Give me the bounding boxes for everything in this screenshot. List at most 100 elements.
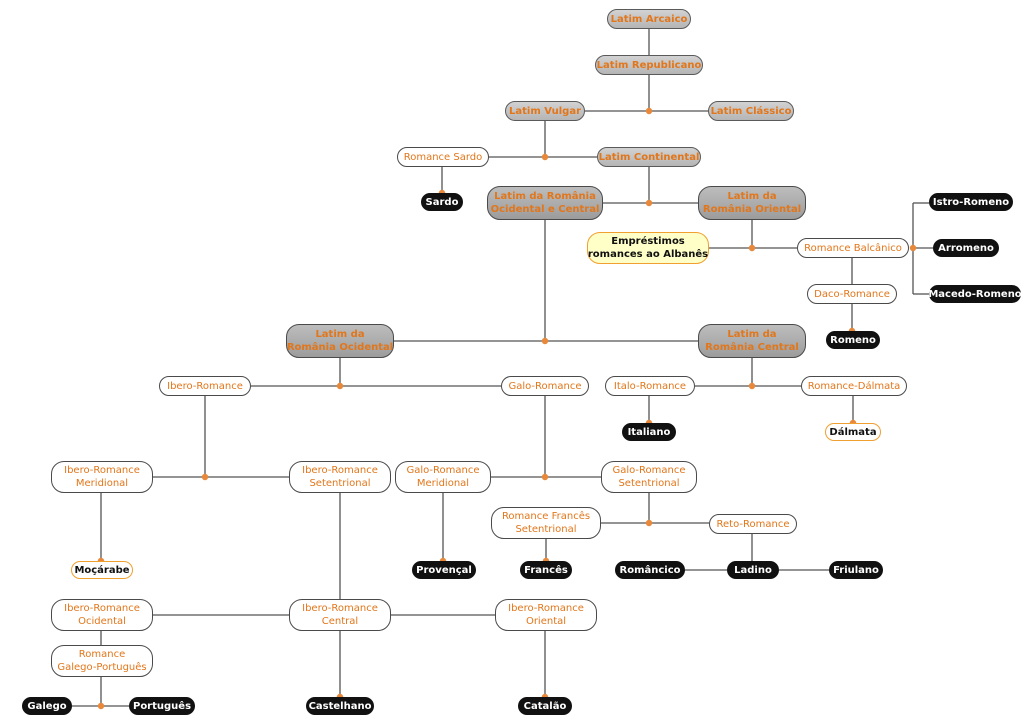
node-label-line2: Central — [321, 616, 359, 627]
node-label-line1: Ibero-Romance — [64, 603, 140, 614]
node-label-line1: Latim da România — [494, 191, 596, 202]
node-ladino[interactable]: Ladino — [727, 561, 779, 579]
node-label-line2: Setentrional — [515, 524, 577, 535]
node-label-line2: Ocidental e Central — [490, 204, 600, 215]
junction-dot — [645, 199, 653, 207]
node-label: Italo-Romance — [613, 380, 687, 392]
node-ibero-romance[interactable]: Ibero-Romance — [159, 376, 251, 396]
node-label-line1: Romance Francês — [501, 511, 591, 522]
node-label: Ladino — [734, 564, 772, 576]
junction-dot — [336, 382, 344, 390]
node-galego[interactable]: Galego — [22, 697, 72, 715]
node-reto-romance[interactable]: Reto-Romance — [709, 514, 797, 534]
node-italo-romance[interactable]: Italo-Romance — [605, 376, 695, 396]
node-label: Galo-Romance — [508, 380, 582, 392]
node-latim-classico[interactable]: Latim Clássico — [708, 101, 794, 121]
node-label-line1: Ibero-Romance — [508, 603, 584, 614]
node-label: Romance Sardo — [403, 151, 483, 163]
node-label-line2: România Ocidental — [286, 342, 394, 353]
node-latim-romania-ocidental[interactable]: Latim da România Ocidental — [286, 324, 394, 358]
node-label: Romance Balcânico — [804, 242, 902, 254]
node-daco-romance[interactable]: Daco-Romance — [807, 284, 897, 304]
node-latim-republicano[interactable]: Latim Republicano — [595, 55, 703, 75]
node-latim-arcaico[interactable]: Latim Arcaico — [607, 9, 691, 29]
node-label: Latim Arcaico — [610, 13, 688, 25]
node-label: Sardo — [425, 196, 459, 208]
node-label-line2: România Central — [705, 342, 799, 353]
junction-dot — [201, 473, 209, 481]
node-label-line2: Oriental — [525, 616, 567, 627]
node-latim-vulgar[interactable]: Latim Vulgar — [505, 101, 585, 121]
node-romance-sardo[interactable]: Romance Sardo — [397, 147, 489, 167]
junction-dot — [748, 244, 756, 252]
node-latim-romania-central[interactable]: Latim da România Central — [698, 324, 806, 358]
node-label: Dálmata — [829, 426, 877, 438]
node-label-line1: Empréstimos — [611, 236, 685, 247]
node-label-line1: Romance — [78, 649, 126, 660]
junction-dot — [645, 519, 653, 527]
node-label: Romeno — [830, 334, 876, 346]
node-label-line1: Ibero-Romance — [302, 603, 378, 614]
node-label-line2: România Oriental — [702, 204, 802, 215]
node-dalmata[interactable]: Dálmata — [825, 423, 881, 441]
node-label-line1: Galo-Romance — [612, 465, 686, 476]
node-romancico[interactable]: Româncico — [615, 561, 685, 579]
node-label: Italiano — [627, 426, 671, 438]
node-arromeno[interactable]: Arromeno — [933, 239, 999, 257]
node-label-line1: Latim da — [315, 329, 365, 340]
node-latim-continental[interactable]: Latim Continental — [597, 147, 701, 167]
node-frances[interactable]: Francês — [520, 561, 572, 579]
node-catalao[interactable]: Catalão — [518, 697, 572, 715]
node-label-line2: Galego-Português — [57, 662, 147, 673]
node-friulano[interactable]: Friulano — [829, 561, 883, 579]
node-istro-romeno[interactable]: Istro-Romeno — [929, 193, 1013, 211]
node-sardo[interactable]: Sardo — [421, 193, 463, 211]
node-latim-romania-oriental[interactable]: Latim da România Oriental — [698, 186, 806, 220]
node-emprestimos-albanes[interactable]: Empréstimos romances ao Albanês — [587, 232, 709, 264]
node-romance-balcanico[interactable]: Romance Balcânico — [797, 238, 909, 258]
junction-dot — [748, 382, 756, 390]
node-label-line1: Latim da — [727, 191, 777, 202]
node-provencal[interactable]: Provençal — [412, 561, 476, 579]
node-macedo-romeno[interactable]: Macedo-Romeno — [928, 285, 1022, 303]
node-label-line1: Latim da — [727, 329, 777, 340]
node-label-line2: romances ao Albanês — [587, 249, 709, 260]
node-label: Arromeno — [938, 242, 994, 254]
node-mocarabe[interactable]: Moçárabe — [71, 561, 133, 579]
node-label-line1: Galo-Romance — [406, 465, 480, 476]
node-label-line2: Setentrional — [309, 478, 371, 489]
node-label-line2: Meridional — [75, 478, 129, 489]
node-romeno[interactable]: Romeno — [826, 331, 880, 349]
junction-dot — [541, 153, 549, 161]
node-label: Latim Continental — [598, 151, 700, 163]
node-label: Latim Republicano — [596, 59, 702, 71]
node-galo-romance[interactable]: Galo-Romance — [501, 376, 589, 396]
node-castelhano[interactable]: Castelhano — [306, 697, 374, 715]
node-label: Macedo-Romeno — [928, 288, 1022, 300]
node-label: Francês — [524, 564, 568, 576]
node-label: Castelhano — [308, 700, 372, 712]
junction-dot — [645, 107, 653, 115]
node-label: Latim Clássico — [710, 105, 792, 117]
node-romance-dalmata[interactable]: Romance-Dálmata — [801, 376, 907, 396]
node-label: Português — [132, 700, 192, 712]
node-italiano[interactable]: Italiano — [622, 423, 676, 441]
junction-dot — [541, 337, 549, 345]
junction-dot — [97, 702, 105, 710]
node-label: Romance-Dálmata — [807, 380, 901, 392]
node-portugues[interactable]: Português — [129, 697, 195, 715]
node-label: Reto-Romance — [716, 518, 790, 530]
node-label-line2: Meridional — [416, 478, 470, 489]
node-label-line1: Ibero-Romance — [302, 465, 378, 476]
node-label: Moçárabe — [74, 564, 130, 576]
